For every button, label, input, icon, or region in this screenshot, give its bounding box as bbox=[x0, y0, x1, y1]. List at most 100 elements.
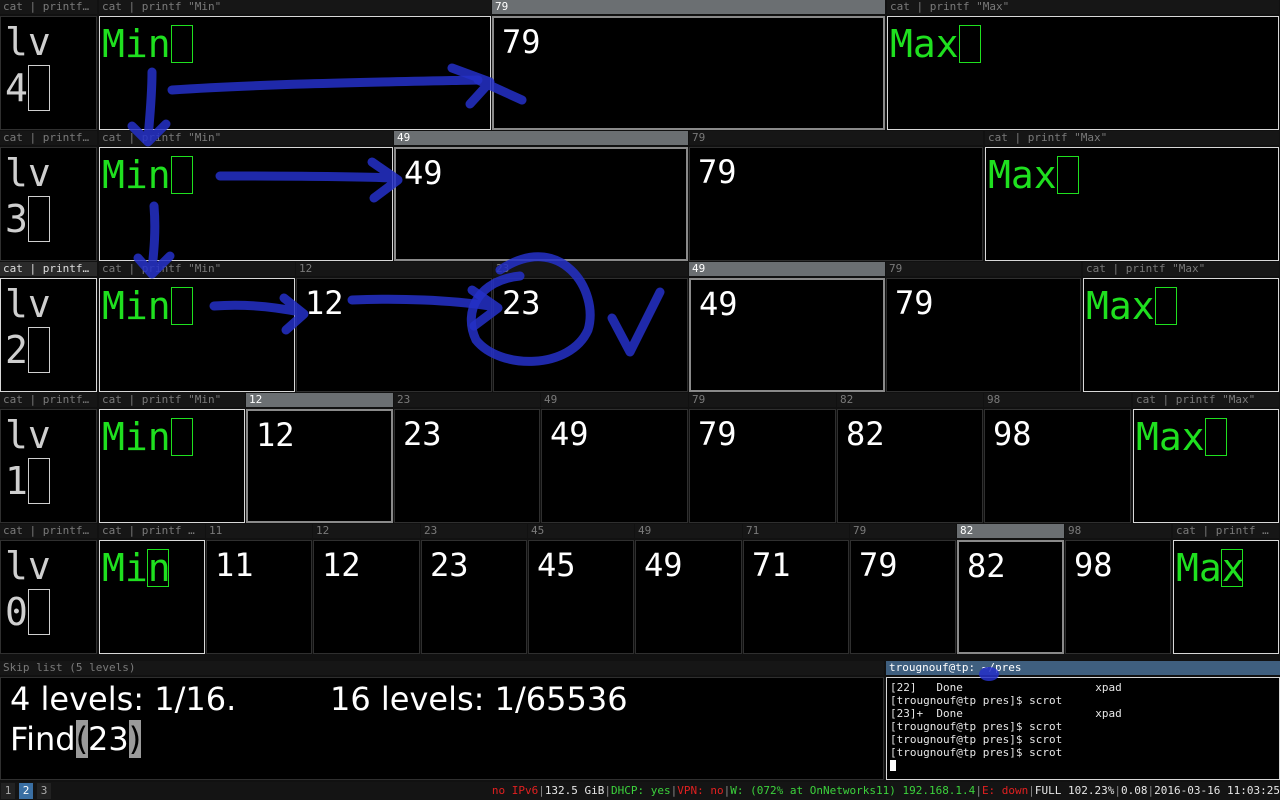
window-body[interactable]: Max bbox=[1133, 409, 1279, 523]
window-body[interactable]: Min bbox=[99, 409, 245, 523]
window-body[interactable]: Max bbox=[1083, 278, 1279, 392]
text-cursor bbox=[170, 287, 193, 325]
window-body[interactable]: 49 bbox=[394, 147, 688, 261]
terminal-line: [trougnouf@tp pres]$ scrot bbox=[890, 733, 1063, 746]
window-body[interactable]: Max bbox=[1173, 540, 1279, 654]
workspace-tag-2[interactable]: 2 bbox=[19, 783, 33, 799]
window-body[interactable]: Min bbox=[99, 278, 295, 392]
node-79-level-3[interactable]: 79 79 bbox=[689, 131, 983, 261]
max-text: Max bbox=[1086, 284, 1155, 328]
window-body[interactable]: 49 bbox=[635, 540, 742, 654]
window-body[interactable]: 79 bbox=[850, 540, 956, 654]
level-number: 3 bbox=[5, 197, 28, 241]
window-body[interactable]: 23 bbox=[421, 540, 527, 654]
window-body[interactable]: 12 bbox=[313, 540, 420, 654]
max-node-level-1[interactable]: cat | printf "Max"Max bbox=[1133, 393, 1279, 523]
notes-window-body[interactable]: 4 levels: 1/16. 16 levels: 1/65536 Find(… bbox=[0, 677, 884, 780]
window-body[interactable]: Min bbox=[99, 540, 205, 654]
min-node-level-3[interactable]: cat | printf "Min"Min bbox=[99, 131, 393, 261]
terminal-window[interactable]: trougnouf@tp: ~/pres [22] Done xpad[trou… bbox=[886, 661, 1280, 780]
window-title: 79 bbox=[689, 131, 983, 145]
min-node-level-1[interactable]: cat | printf "Min"Min bbox=[99, 393, 245, 523]
window-body[interactable]: 79 bbox=[492, 16, 885, 130]
window-body[interactable]: 71 bbox=[743, 540, 849, 654]
min-node-level-0[interactable]: cat | printf … Min bbox=[99, 524, 205, 654]
window-body[interactable]: Min bbox=[99, 16, 491, 130]
max-node-level-2[interactable]: cat | printf "Max"Max bbox=[1083, 262, 1279, 392]
window-body[interactable]: 49 bbox=[689, 278, 885, 392]
window-body[interactable]: 12 bbox=[246, 409, 393, 523]
window-body[interactable]: 79 bbox=[886, 278, 1081, 392]
window-title: cat | printf … bbox=[99, 524, 205, 538]
min-node-level-2[interactable]: cat | printf "Min"Min bbox=[99, 262, 295, 392]
window-body[interactable]: Max bbox=[887, 16, 1279, 130]
node-value: 23 bbox=[403, 415, 442, 453]
window-body[interactable]: 82 bbox=[957, 540, 1064, 654]
window-body[interactable]: 12 bbox=[296, 278, 492, 392]
find-call: Find(23) bbox=[10, 720, 142, 758]
max-node-level-4[interactable]: cat | printf "Max"Max bbox=[887, 0, 1279, 130]
min-sentinel: Min bbox=[102, 414, 193, 460]
text-cursor bbox=[146, 549, 169, 587]
window-body[interactable]: 79 bbox=[689, 147, 983, 261]
terminal-cursor bbox=[890, 760, 896, 771]
node-value: 79 bbox=[698, 153, 737, 191]
max-text: Max bbox=[1176, 546, 1245, 590]
terminal-body[interactable]: [22] Done xpad[trougnouf@tp pres]$ scrot… bbox=[886, 677, 1280, 780]
window-body[interactable]: 98 bbox=[1065, 540, 1171, 654]
window-body[interactable]: 23 bbox=[493, 278, 688, 392]
workspace-tag-1[interactable]: 1 bbox=[1, 783, 15, 799]
window-body[interactable]: 82 bbox=[837, 409, 983, 523]
max-node-level-3[interactable]: cat | printf "Max"Max bbox=[985, 131, 1279, 261]
min-sentinel: Min bbox=[102, 152, 193, 198]
text-cursor bbox=[170, 25, 193, 63]
workspace-tag-3[interactable]: 3 bbox=[37, 783, 51, 799]
window-body[interactable]: 49 bbox=[541, 409, 688, 523]
min-node-level-4[interactable]: cat | printf "Min"Min bbox=[99, 0, 491, 130]
window-body[interactable]: 11 bbox=[206, 540, 312, 654]
text-cursor bbox=[1154, 287, 1177, 325]
notes-window[interactable]: Skip list (5 levels) 4 levels: 1/16. 16 … bbox=[0, 661, 884, 780]
window-body[interactable]: 23 bbox=[394, 409, 540, 523]
window-body[interactable]: 98 bbox=[984, 409, 1131, 523]
window-title: 82 bbox=[837, 393, 983, 407]
window-title: 79 bbox=[492, 0, 885, 14]
max-node-level-0[interactable]: cat | printf …Max bbox=[1173, 524, 1279, 654]
window-body[interactable]: Min bbox=[99, 147, 393, 261]
window-body[interactable]: Max bbox=[985, 147, 1279, 261]
window-body[interactable]: 79 bbox=[689, 409, 836, 523]
window-title: 11 bbox=[206, 524, 312, 538]
window-body[interactable]: 45 bbox=[528, 540, 634, 654]
